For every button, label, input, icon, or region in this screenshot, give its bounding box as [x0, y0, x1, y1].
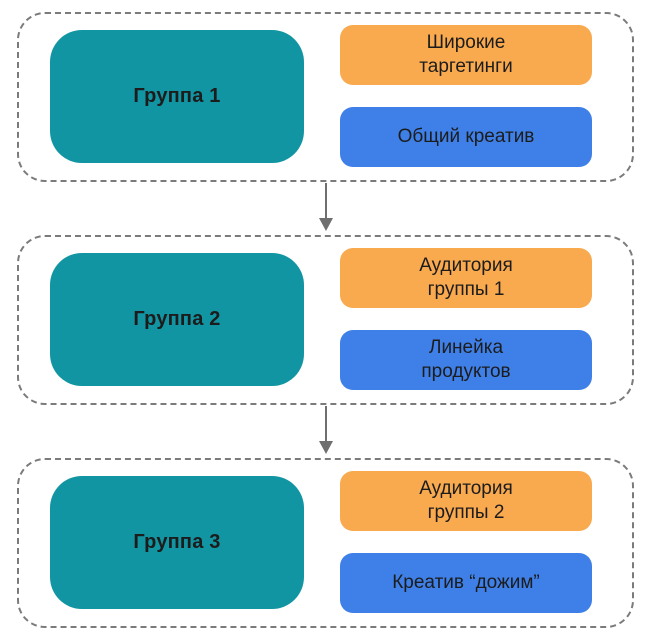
group-1-creative-tag: Общий креатив — [340, 107, 592, 167]
group-2-audience-tag: Аудитория группы 1 — [340, 248, 592, 308]
arrow-down-icon — [318, 218, 333, 231]
flow-arrow-1 — [17, 182, 634, 235]
group-2-products-tag: Линейка продуктов — [340, 330, 592, 390]
group-3-box: Группа 3 — [50, 475, 304, 609]
arrow-line — [324, 183, 327, 219]
group-3-label: Группа 3 — [133, 530, 221, 553]
group-3-audience-tag: Аудитория группы 2 — [340, 471, 592, 531]
arrow-down-icon — [318, 441, 333, 454]
group-3-creative-tag: Креатив “дожим” — [340, 553, 592, 613]
group-1-tags: Широкие таргетинги Общий креатив — [340, 25, 592, 167]
group-2-container: Группа 2 Аудитория группы 1 Линейка прод… — [17, 235, 634, 405]
group-1-targeting-tag: Широкие таргетинги — [340, 25, 592, 85]
group-3-creative-label: Креатив “дожим” — [392, 572, 540, 593]
group-2-box: Группа 2 — [50, 252, 304, 386]
group-1-container: Группа 1 Широкие таргетинги Общий креати… — [17, 12, 634, 182]
group-2-products-label: Линейка продуктов — [421, 337, 511, 382]
group-2-label: Группа 2 — [133, 307, 221, 330]
group-3-tags: Аудитория группы 2 Креатив “дожим” — [340, 471, 592, 613]
group-1-creative-label: Общий креатив — [397, 126, 535, 147]
group-1-label: Группа 1 — [133, 84, 221, 107]
arrow-line — [324, 406, 327, 442]
group-2-tags: Аудитория группы 1 Линейка продуктов — [340, 248, 592, 390]
group-2-audience-label: Аудитория группы 1 — [419, 255, 513, 300]
group-3-audience-label: Аудитория группы 2 — [419, 478, 513, 523]
group-3-container: Группа 3 Аудитория группы 2 Креатив “дож… — [17, 458, 634, 628]
flow-arrow-2 — [17, 405, 634, 458]
group-1-box: Группа 1 — [50, 29, 304, 163]
group-1-targeting-label: Широкие таргетинги — [419, 32, 513, 77]
